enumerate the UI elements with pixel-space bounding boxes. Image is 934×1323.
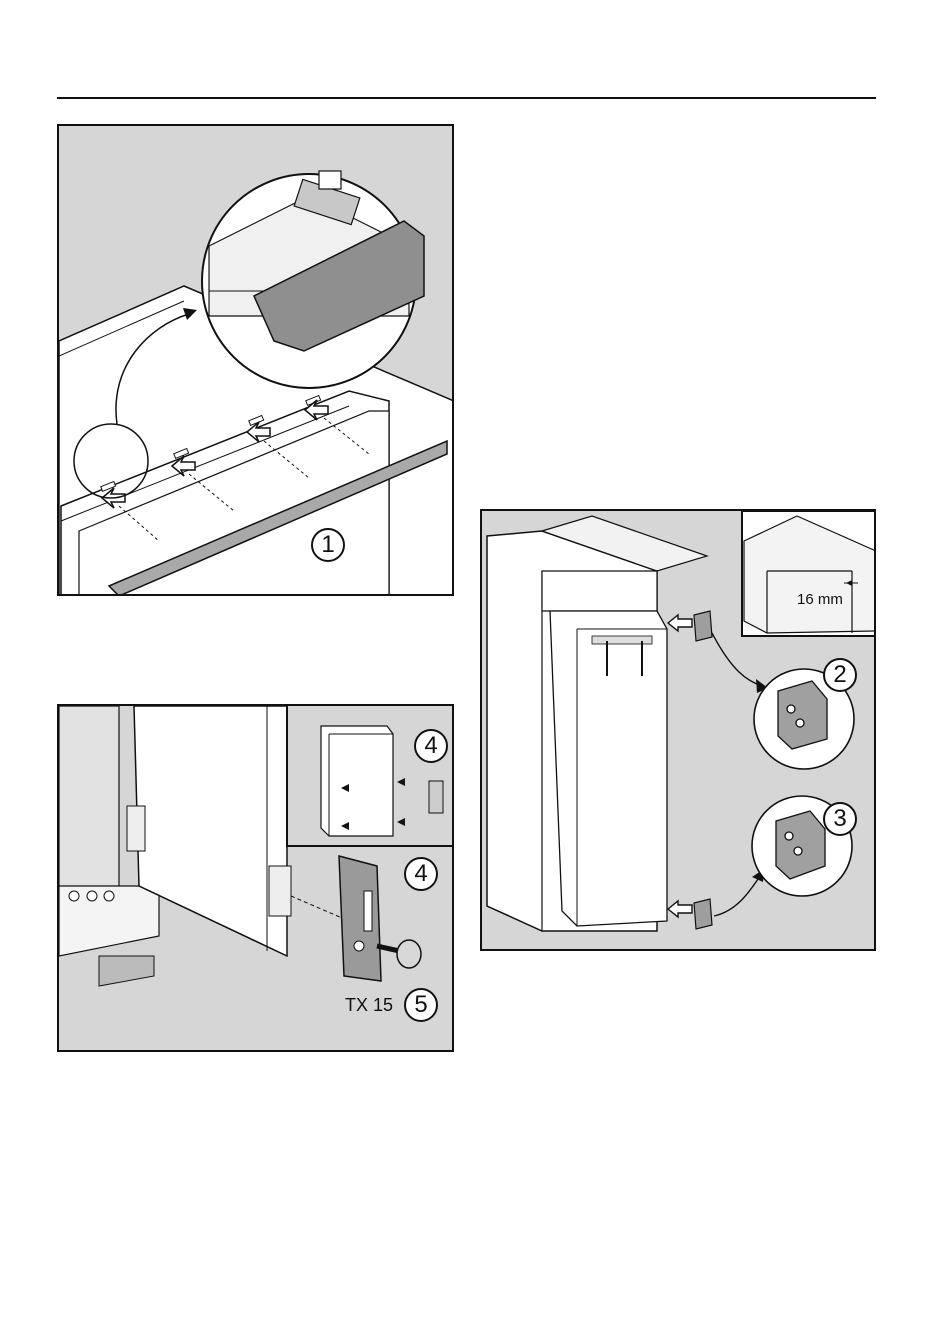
callout-4-inset: 4: [414, 729, 448, 763]
bracket-3-detail: [776, 811, 825, 879]
screw-part: [377, 940, 421, 968]
header-rule: [57, 97, 876, 99]
fixing-brackets-illustration: [482, 511, 876, 951]
cover-strip-illustration: [59, 126, 454, 596]
callout-5: 5: [404, 988, 438, 1022]
callout-4: 4: [404, 857, 438, 891]
figure-door-bracket: 4 4 TX 15 5: [57, 704, 454, 1052]
bracket-2-detail: [778, 681, 827, 749]
figure-cover-strip: 1: [57, 124, 454, 596]
tool-size-label: TX 15: [345, 995, 393, 1016]
callout-1: 1: [311, 528, 345, 562]
door-bracket-illustration: [59, 706, 454, 1052]
gap-dimension-label: 16 mm: [797, 591, 843, 608]
figure-fixing-brackets: 16 mm 2 3: [480, 509, 876, 951]
callout-3: 3: [823, 802, 857, 836]
bracket-part: [339, 856, 381, 981]
callout-2: 2: [823, 658, 857, 692]
